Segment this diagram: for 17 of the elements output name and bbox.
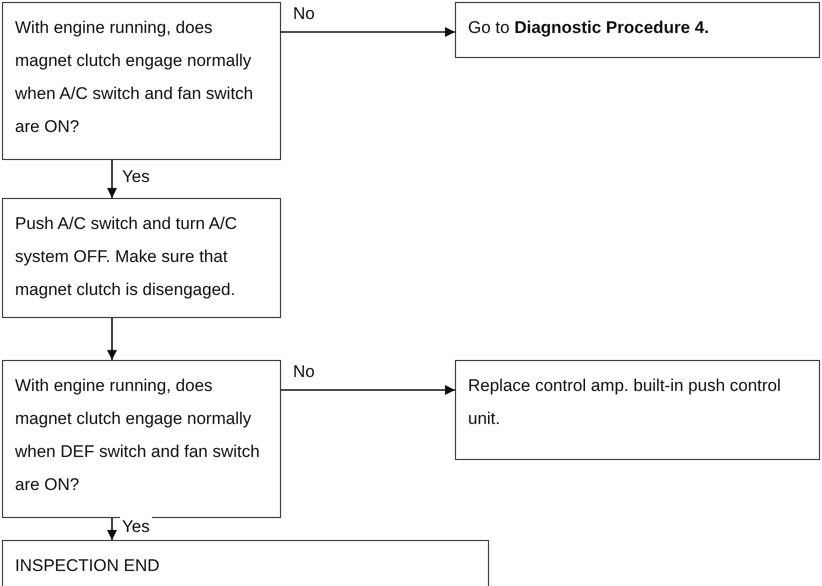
node-text: INSPECTION END <box>15 555 161 577</box>
arrow <box>281 27 455 37</box>
arrow <box>107 318 117 360</box>
arrow <box>107 160 117 198</box>
process-box <box>455 360 820 460</box>
decision-box <box>2 360 281 518</box>
node-text: With engine running, does magnet clutch engage normally when DEF switch and fan switch are ON? <box>15 375 261 496</box>
node-text: Replace control amp. built-in push control unit. <box>468 375 782 430</box>
arrow <box>281 385 455 395</box>
process-box <box>2 198 281 318</box>
end-box <box>2 540 489 586</box>
arrow <box>107 518 117 540</box>
decision-box <box>2 2 281 160</box>
process-box <box>455 2 820 58</box>
node-text: With engine running, does magnet clutch engage normally when A/C switch and fan switch are ON? <box>15 17 254 138</box>
node-text: Push A/C switch and turn A/C system OFF. Make sure that magnet clutch is disengaged. <box>15 213 238 301</box>
node-text: Go to Diagnostic Procedure 4. <box>468 17 710 39</box>
